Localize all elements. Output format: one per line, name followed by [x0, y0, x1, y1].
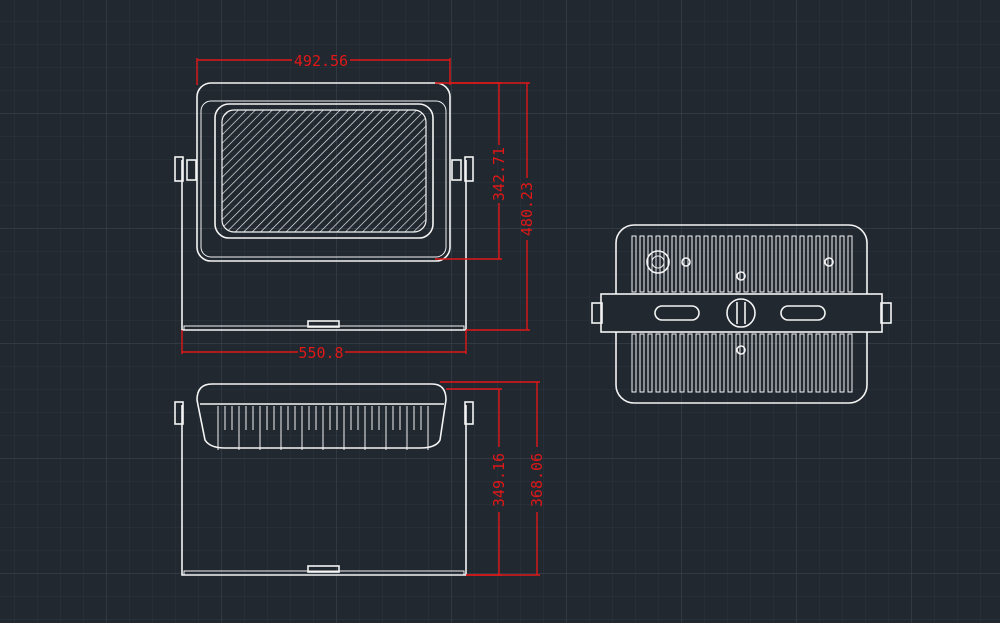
cable-gland-icon	[646, 250, 670, 274]
fin	[647, 333, 653, 393]
bracket-tab	[307, 320, 340, 328]
fin	[703, 333, 709, 393]
dim-line-overall-height	[450, 82, 530, 331]
rear-left-slot	[654, 305, 700, 321]
fin	[823, 235, 829, 293]
side-left-knob	[174, 401, 184, 425]
fin	[695, 235, 701, 293]
dim-bracket-width: 550.8	[298, 344, 343, 362]
fin	[631, 235, 637, 293]
fin	[807, 235, 813, 293]
left-knob	[174, 156, 184, 182]
screw-hole	[736, 271, 746, 281]
fin	[639, 333, 645, 393]
screw-hole	[681, 257, 691, 267]
fin	[735, 333, 741, 393]
side-view[interactable]: 349.16 368.06	[174, 381, 546, 576]
rear-bracket-bar	[600, 293, 883, 333]
fin	[743, 235, 749, 293]
fin	[687, 235, 693, 293]
fin	[767, 235, 773, 293]
hatched-lens	[221, 109, 427, 233]
dim-overall-height: 480.23	[518, 182, 536, 236]
fin	[807, 333, 813, 393]
fin	[719, 235, 725, 293]
bracket-base	[183, 325, 465, 331]
rear-right-slot	[780, 305, 826, 321]
fin	[815, 333, 821, 393]
side-housing-outline	[196, 383, 447, 449]
fin	[663, 333, 669, 393]
fin	[839, 333, 845, 393]
side-bracket-base	[183, 570, 465, 576]
fin	[791, 235, 797, 293]
fin	[847, 235, 853, 293]
fin	[799, 235, 805, 293]
dim-body-width: 492.56	[294, 52, 348, 70]
fin	[671, 235, 677, 293]
fin	[775, 235, 781, 293]
fin	[727, 235, 733, 293]
left-pivot	[186, 159, 197, 181]
screw-hole	[824, 257, 834, 267]
front-housing-outline	[196, 82, 451, 262]
dim-line-body-width	[196, 58, 451, 85]
fin	[783, 333, 789, 393]
dim-body-height: 342.71	[490, 147, 508, 201]
fin	[831, 333, 837, 393]
fin	[751, 333, 757, 393]
fin	[783, 235, 789, 293]
fin	[719, 333, 725, 393]
fin	[727, 333, 733, 393]
fin	[791, 333, 797, 393]
fin	[759, 333, 765, 393]
side-bracket-tab	[307, 565, 340, 573]
front-housing-inner	[200, 100, 447, 258]
dim-inner-height: 349.16	[490, 453, 508, 507]
rear-heatsink-fins	[631, 235, 853, 393]
fin	[823, 333, 829, 393]
fin	[767, 333, 773, 393]
fin	[687, 333, 693, 393]
fin	[695, 333, 701, 393]
rear-right-knob	[880, 302, 892, 324]
fin	[751, 235, 757, 293]
fin	[799, 333, 805, 393]
rear-view[interactable]	[591, 224, 892, 404]
right-pivot	[451, 159, 462, 181]
fin	[743, 333, 749, 393]
heatsink-fins	[217, 406, 429, 450]
fin	[815, 235, 821, 293]
fin	[711, 235, 717, 293]
front-view[interactable]: 492.56 342.71 480.23 550.8	[174, 52, 536, 362]
fin	[711, 333, 717, 393]
screw-hole	[736, 345, 746, 355]
side-right-knob	[464, 401, 474, 425]
right-knob	[464, 156, 474, 182]
fin	[655, 333, 661, 393]
lens-frame	[214, 103, 434, 239]
fin	[631, 333, 637, 393]
fin	[655, 235, 661, 293]
fin	[735, 235, 741, 293]
rear-pivot-disc	[726, 298, 756, 328]
fin	[639, 235, 645, 293]
fin	[759, 235, 765, 293]
fin	[839, 235, 845, 293]
fin	[775, 333, 781, 393]
fin	[847, 333, 853, 393]
dim-line-bracket-width	[181, 330, 467, 354]
fin	[679, 333, 685, 393]
dim-line-side-overall-height	[440, 381, 540, 576]
dim-side-overall-height: 368.06	[528, 453, 546, 507]
rear-left-knob	[591, 302, 603, 324]
fin	[703, 235, 709, 293]
fin	[679, 235, 685, 293]
fin	[671, 333, 677, 393]
